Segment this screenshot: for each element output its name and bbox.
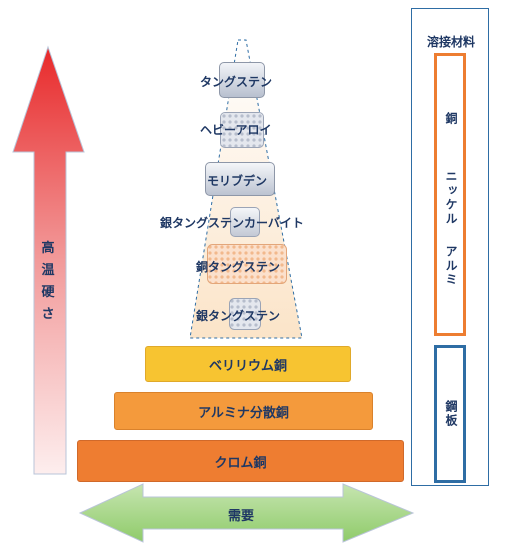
heavy-alloy-pattern [221,113,263,147]
weld-lower-steel: 鋼板 [444,400,458,428]
hardness-arrow [12,45,85,475]
molybdenum-chip [205,162,275,196]
tier-chromium-copper: クロム銅 [77,440,404,482]
level-silver-tungsten-carbide: 銀タングステンカーバイト [160,216,304,230]
level-molybdenum: モリブデン [207,174,268,188]
weld-panel-title: 溶接材料 [426,35,475,49]
level-heavy-alloy: ヘビーアロイ [200,123,272,137]
weld-upper-nickel: ニッケル [444,170,458,226]
level-tungsten: タングステン [200,75,273,89]
level-silver-tungsten: 銀タングステン [196,309,281,323]
silver-tungsten-chip [229,298,261,330]
demand-label: 需要 [228,509,255,524]
demand-arrow [78,483,415,543]
silver-tungsten-carbide-chip [230,207,260,237]
tier-chromium-copper-label: クロム銅 [214,455,267,471]
tier-beryllium-copper: ベリリウム銅 [145,346,351,382]
hardness-label: 高 温 硬 さ [41,241,55,322]
tier-alumina-dispersed-copper-label: アルミナ分散銅 [198,405,289,421]
tungsten-chip [219,62,265,98]
weld-upper-copper: 銅 [444,112,458,126]
weld-upper-aluminum: アルミ [444,245,458,287]
tier-alumina-dispersed-copper: アルミナ分散銅 [114,392,373,430]
copper-tungsten-chip [207,244,287,284]
weld-group-lower [434,345,466,483]
weld-group-upper [434,53,466,336]
tier-beryllium-copper-label: ベリリウム銅 [208,358,287,374]
level-copper-tungsten: 銅タングステン [196,260,281,274]
